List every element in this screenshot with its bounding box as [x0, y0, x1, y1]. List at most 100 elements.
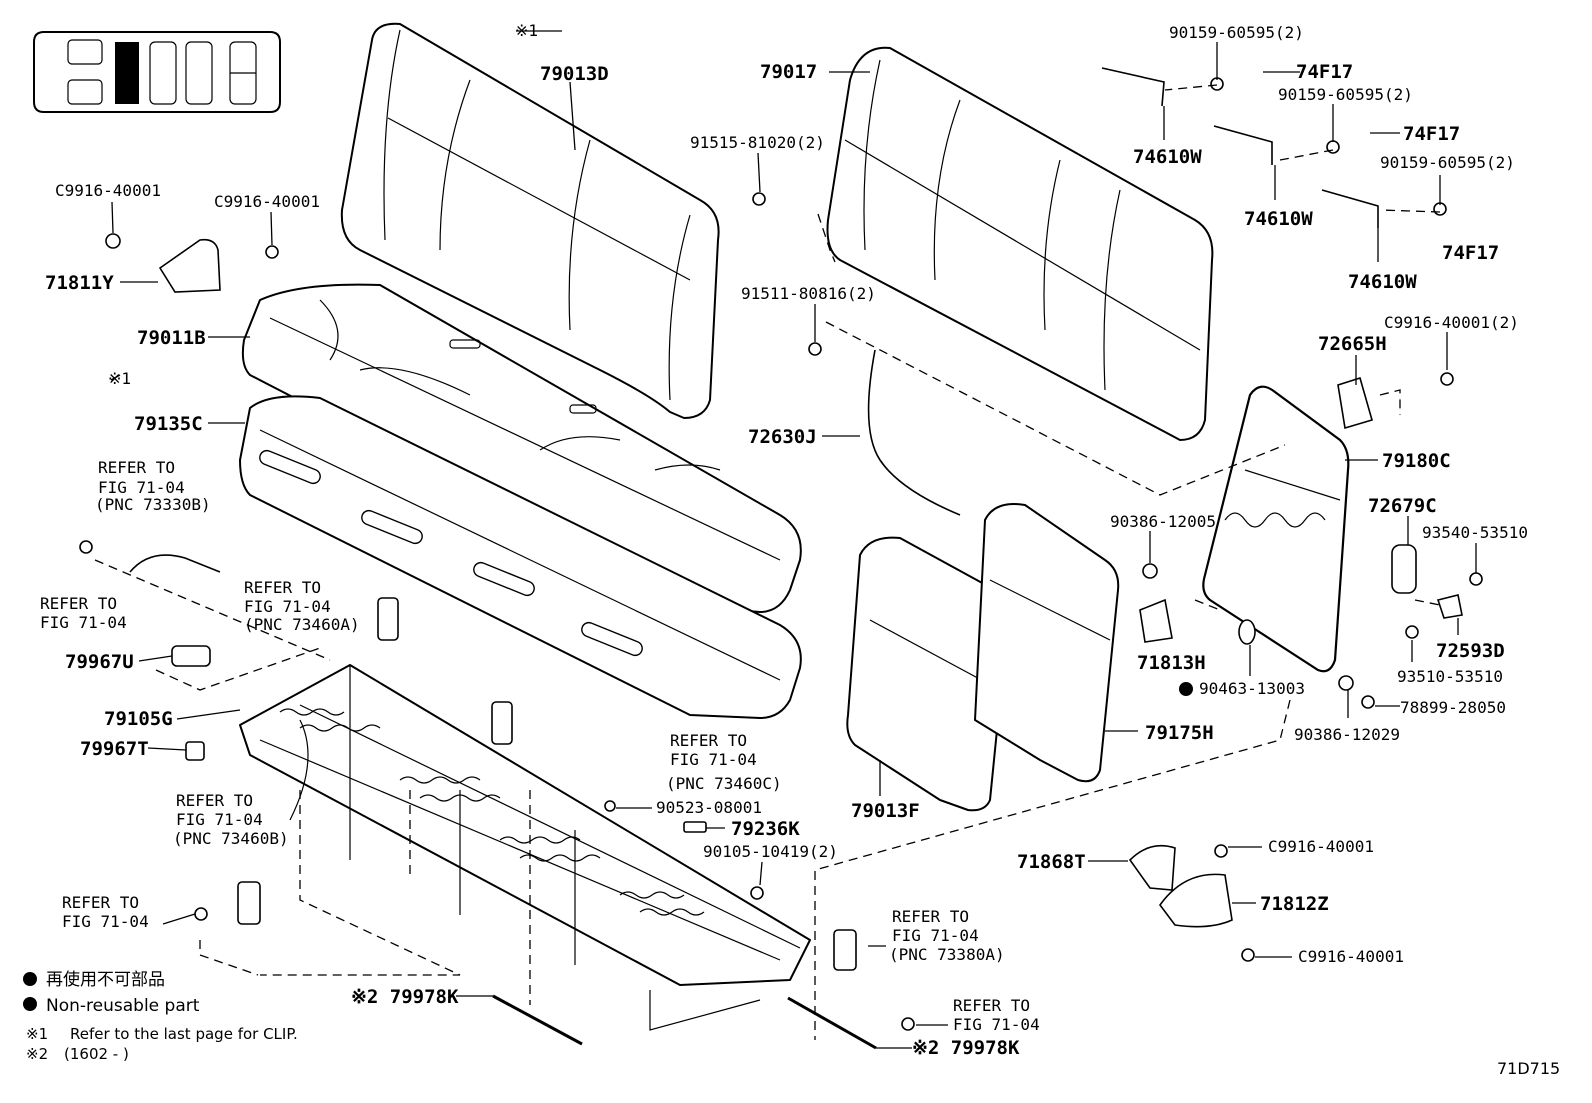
lever-72593d: [1436, 594, 1463, 619]
figure-code: 71D715: [1497, 1059, 1560, 1078]
seat-back-79017: [826, 46, 1214, 441]
label-79013f: 79013F: [851, 800, 920, 822]
refer-callout-left: REFER TO FIG 71-04: [40, 594, 127, 632]
clip-ref-left: ※1: [108, 369, 131, 388]
label-91511: 91511-80816(2): [741, 284, 876, 303]
bracket-71868t: [1128, 844, 1176, 891]
label-79175h: 79175H: [1145, 722, 1214, 744]
label-79180c: 79180C: [1382, 450, 1451, 472]
label-79017: 79017: [760, 61, 817, 83]
knob-72679c: [1391, 544, 1417, 594]
buckle-73380a: [833, 929, 857, 971]
label-c9916-b: C9916-40001: [214, 192, 320, 211]
svg-text:REFER TO: REFER TO: [62, 893, 139, 912]
seat-frame-79105g: [239, 664, 811, 1031]
svg-text:REFER TO: REFER TO: [98, 458, 175, 477]
label-72593d: 72593D: [1436, 640, 1505, 662]
svg-text:FIG 71-04: FIG 71-04: [176, 810, 263, 829]
buckle-73460b: [237, 881, 261, 925]
block-79236k: [683, 821, 707, 833]
label-71811y: 71811Y: [45, 272, 114, 294]
label-93540: 93540-53510: [1422, 523, 1528, 542]
seatback-frame-79180c: [1202, 385, 1350, 673]
legend-en: Non-reusable part: [46, 996, 200, 1016]
label-90105: 90105-10419(2): [703, 842, 838, 861]
svg-text:FIG 71-04: FIG 71-04: [244, 597, 331, 616]
label-79967u: 79967U: [65, 651, 134, 673]
label-71812z: 71812Z: [1260, 893, 1329, 915]
label-90159-a: 90159-60595(2): [1169, 23, 1304, 42]
label-79978k-b: ※2 79978K: [912, 1037, 1020, 1059]
label-72630j: 72630J: [748, 426, 817, 448]
buckle-73460a: [377, 597, 399, 641]
label-72679c: 72679C: [1368, 495, 1437, 517]
label-79135c: 79135C: [134, 413, 203, 435]
hinge-72665h: [1337, 376, 1373, 430]
refer-callout-73330b: REFER TO FIG 71-04 (PNC 73330B): [95, 458, 211, 514]
label-90386-a: 90386-12005: [1110, 512, 1216, 531]
seat-back-79175h: [974, 503, 1120, 783]
svg-text:FIG 71-04: FIG 71-04: [670, 750, 757, 769]
svg-text:REFER TO: REFER TO: [892, 907, 969, 926]
cushion-pad-79135c: [239, 395, 802, 719]
svg-text:REFER TO: REFER TO: [176, 791, 253, 810]
svg-text:REFER TO: REFER TO: [670, 731, 747, 750]
refer-callout-bottom-left: REFER TO FIG 71-04: [62, 893, 149, 931]
label-74610w-b: 74610W: [1244, 208, 1313, 230]
label-c9916-c: C9916-40001(2): [1384, 313, 1519, 332]
cover-71813h: [1139, 598, 1173, 643]
label-c9916-a: C9916-40001: [55, 181, 161, 200]
note2-text: (1602 - ): [64, 1045, 129, 1063]
bracket-74610w-c: [1321, 189, 1379, 228]
label-74f17-c: 74F17: [1442, 242, 1499, 264]
label-79105g: 79105G: [104, 708, 173, 730]
cable-72630j: [867, 349, 961, 516]
label-90159-c: 90159-60595(2): [1380, 153, 1515, 172]
seat-layout-thumbnail: [33, 31, 281, 113]
svg-text:(PNC 73330B): (PNC 73330B): [95, 495, 211, 514]
label-79967t: 79967T: [80, 738, 149, 760]
clip-ref-top: ※1: [515, 21, 538, 40]
svg-text:(PNC 73460C): (PNC 73460C): [666, 774, 782, 793]
label-79978k-a: ※2 79978K: [351, 986, 459, 1008]
svg-text:REFER TO: REFER TO: [40, 594, 117, 613]
refer-callout-bottom-right: REFER TO FIG 71-04: [953, 996, 1040, 1034]
refer-callout-73460a: REFER TO FIG 71-04 (PNC 73460A): [244, 578, 360, 634]
label-74610w-c: 74610W: [1348, 271, 1417, 293]
label-90463: 90463-13003: [1199, 679, 1305, 698]
label-71868t: 71868T: [1017, 851, 1086, 873]
svg-text:FIG 71-04: FIG 71-04: [98, 478, 185, 497]
label-79011b: 79011B: [137, 327, 206, 349]
label-79236k: 79236K: [731, 818, 800, 840]
label-71813h: 71813H: [1137, 652, 1206, 674]
refer-callout-73380a: REFER TO FIG 71-04 (PNC 73380A): [889, 907, 1005, 964]
pad-79967t: [185, 741, 205, 761]
legend-jp: 再使用不可部品: [46, 969, 165, 990]
part-labels: ※1 79013D 79017 90159-60595(2) 74F17 901…: [45, 21, 1528, 1059]
leader-lines: [110, 30, 1477, 1049]
label-93510: 93510-53510: [1397, 667, 1503, 686]
bracket-71811y: [158, 238, 221, 293]
legend: 再使用不可部品 Non-reusable part ※1 Refer to th…: [23, 969, 298, 1063]
pad-79967u: [171, 645, 211, 667]
assembly-lines: [94, 84, 1441, 1040]
label-90159-b: 90159-60595(2): [1278, 85, 1413, 104]
bracket-74610w-b: [1213, 125, 1273, 165]
refer-callout-73460b: REFER TO FIG 71-04 (PNC 73460B): [173, 791, 289, 848]
label-c9916-e: C9916-40001: [1298, 947, 1404, 966]
seat-cushion-79011b: [241, 283, 802, 613]
strip-79978k-a: [492, 994, 583, 1046]
label-79013d: 79013D: [540, 63, 609, 85]
label-90523: 90523-08001: [656, 798, 762, 817]
refer-callout-73460c: REFER TO FIG 71-04 (PNC 73460C): [666, 731, 782, 793]
label-90386-b: 90386-12029: [1294, 725, 1400, 744]
refer-callouts: REFER TO FIG 71-04 (PNC 73330B) REFER TO…: [40, 458, 1040, 1034]
label-c9916-d: C9916-40001: [1268, 837, 1374, 856]
svg-text:FIG 71-04: FIG 71-04: [953, 1015, 1040, 1034]
svg-text:FIG 71-04: FIG 71-04: [40, 613, 127, 632]
seat-back-79013d: [340, 22, 720, 419]
svg-text:REFER TO: REFER TO: [244, 578, 321, 597]
bracket-74610w-a: [1101, 67, 1165, 107]
label-72665h: 72665H: [1318, 333, 1387, 355]
